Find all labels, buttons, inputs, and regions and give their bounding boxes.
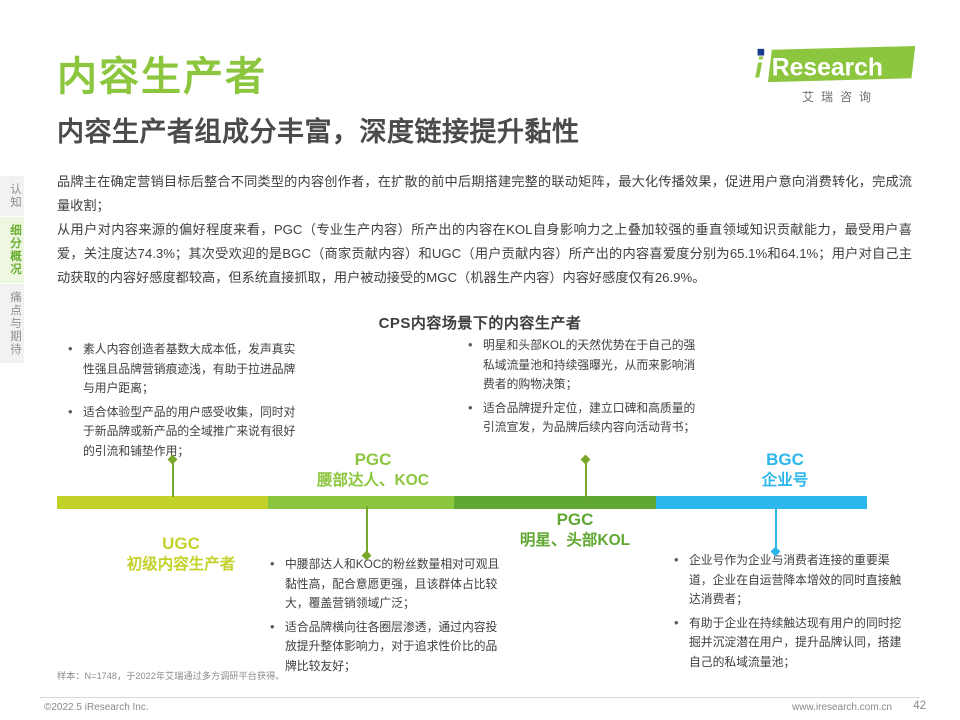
bullets-pgc-celebrity: 明星和头部KOL的天然优势在于自己的强私域流量池和持续强曝光，从而来影响消费者的…: [466, 335, 704, 442]
bar-segment-pgc-celebrity: [453, 496, 657, 509]
segment-code-pgc-waist: PGC: [354, 450, 392, 469]
body-paragraph-2: 从用户对内容来源的偏好程度来看，PGC（专业生产内容）所产出的内容在KOL自身影…: [57, 222, 912, 285]
side-navigation: 认知 细分概况 痛点与期待: [0, 176, 24, 364]
bullets-ugc: 素人内容创造者基数大成本低，发声真实性强且品牌营销痕迹浅，有助于拉进品牌与用户距…: [66, 339, 298, 465]
bar-segment-ugc: [57, 496, 268, 509]
footer-divider: [40, 697, 920, 698]
list-item: 明星和头部KOL的天然优势在于自己的强私域流量池和持续强曝光，从而来影响消费者的…: [466, 335, 704, 395]
svg-text:i: i: [755, 52, 764, 84]
bullets-pgc-waist: 中腰部达人和KOC的粉丝数量相对可观且黏性高，配合意愿更强，且该群体占比较大，覆…: [268, 554, 504, 680]
segment-label-pgc-waist: PGC 腰部达人、KOC: [278, 449, 468, 491]
iresearch-wordmark-icon: i Research: [755, 46, 916, 84]
body-paragraph-1: 品牌主在确定营销目标后整合不同类型的内容创作者，在扩散的前中后期搭建完整的联动矩…: [57, 174, 912, 213]
iresearch-logo-chinese: 艾瑞咨询: [801, 90, 878, 104]
sidebar-item-painpoints[interactable]: 痛点与期待: [0, 284, 24, 364]
leader-line-pgc-celebrity: [585, 459, 587, 497]
list-item: 适合体验型产品的用户感受收集，同时对于新品牌或新产品的全域推广来说有很好的引流和…: [66, 402, 298, 462]
bar-segment-bgc: [656, 496, 867, 509]
list-item: 适合品牌横向往各圈层渗透，通过内容投放提升整体影响力，对于追求性价比的品牌比较友…: [268, 617, 504, 677]
list-item: 有助于企业在持续触达现有用户的同时挖掘并沉淀潜在用户，提升品牌认同，搭建自己的私…: [672, 613, 912, 673]
iresearch-logo: i Research 艾瑞咨询: [749, 46, 924, 105]
page-subtitle: 内容生产者组成分丰富，深度链接提升黏性: [57, 117, 580, 147]
leader-line-pgc-waist: [366, 506, 368, 555]
sidebar-item-segment-overview[interactable]: 细分概况: [0, 217, 24, 284]
list-item: 适合品牌提升定位，建立口碑和高质量的引流宣发，为品牌后续内容向活动背书；: [466, 398, 704, 438]
page-title: 内容生产者: [57, 55, 267, 99]
footer-copyright: ©2022.5 iResearch Inc.: [44, 702, 149, 713]
leader-dot-pgc-celebrity: [580, 454, 591, 465]
leader-line-ugc: [172, 459, 174, 497]
segment-label-bgc: BGC 企业号: [690, 449, 880, 491]
footer-website: www.iresearch.com.cn: [791, 702, 892, 713]
list-item: 素人内容创造者基数大成本低，发声真实性强且品牌营销痕迹浅，有助于拉进品牌与用户距…: [66, 339, 298, 399]
segment-code-pgc-celebrity: PGC: [556, 510, 594, 529]
leader-line-bgc: [775, 506, 777, 551]
segment-label-ugc: UGC 初级内容生产者: [86, 533, 276, 575]
footer-page-number: 42: [913, 700, 926, 712]
segment-name-bgc: 企业号: [761, 472, 809, 489]
bullets-bgc: 企业号作为企业与消费者连接的重要渠道，企业在自运营降本增效的同时直接触达消费者；…: [672, 550, 912, 676]
chart-title: CPS内容场景下的内容生产者: [378, 315, 582, 332]
segment-label-pgc-celebrity: PGC 明星、头部KOL: [480, 509, 670, 551]
bar-segment-pgc-waist: [267, 496, 454, 509]
segment-name-ugc: 初级内容生产者: [126, 556, 236, 573]
list-item: 企业号作为企业与消费者连接的重要渠道，企业在自运营降本增效的同时直接触达消费者；: [672, 550, 912, 610]
segment-code-ugc: UGC: [162, 534, 200, 553]
segment-name-pgc-celebrity: 明星、头部KOL: [519, 532, 631, 549]
segment-code-bgc: BGC: [766, 450, 804, 469]
segment-name-pgc-waist: 腰部达人、KOC: [317, 472, 429, 489]
sidebar-item-cognition[interactable]: 认知: [0, 176, 24, 217]
svg-text:Research: Research: [772, 54, 883, 81]
list-item: 中腰部达人和KOC的粉丝数量相对可观且黏性高，配合意愿更强，且该群体占比较大，覆…: [268, 554, 504, 614]
producer-spectrum-bar: [57, 496, 867, 509]
sample-note: 样本：N=1748，于2022年艾瑞通过多方调研平台获得。: [57, 671, 285, 681]
